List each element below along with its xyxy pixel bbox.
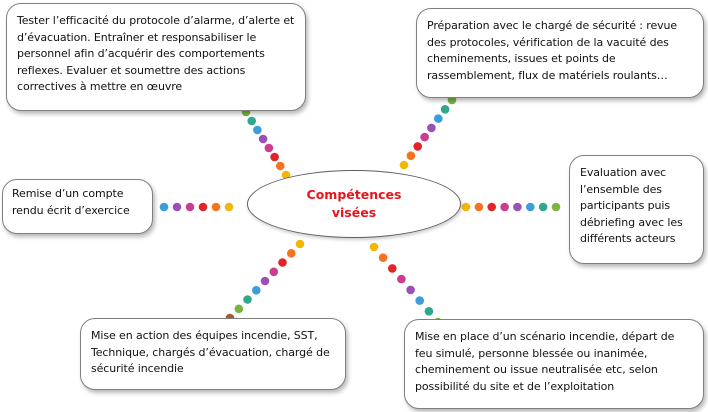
connector-top-right [399,95,457,170]
connector-dot [474,202,484,212]
connector-dot [258,134,268,144]
connector-dot [287,249,296,258]
connector-dot [269,267,279,277]
connector-dot [260,276,270,286]
center-label: Compétences visées [306,187,402,220]
box-fire-scenario: Mise en place d’un scénario incendie, dé… [404,319,704,409]
connector-dot [399,160,409,170]
connector-dot [211,202,221,212]
box-fire-scenario-text: Mise en place d’un scénario incendie, dé… [415,330,675,393]
connector-dot [420,132,429,142]
connector-right [461,202,561,212]
connector-dot [295,239,305,249]
connector-dot [198,202,208,212]
connector-dot [551,202,561,212]
connector-dot [513,202,522,212]
box-team-action: Mise en action des équipes incendie, SST… [80,318,346,390]
box-team-action-text: Mise en action des équipes incendie, SST… [91,329,330,375]
box-written-report-text: Remise d’un compte rendu écrit d’exercic… [12,187,130,217]
connector-dot [224,202,234,212]
connector-dot [185,202,195,212]
connector-left [159,202,234,212]
center-node: Compétences visées [247,170,461,238]
connector-dot [538,202,548,212]
connector-bottom-right [369,242,443,327]
connector-dot [278,258,287,267]
connector-dot [378,253,388,262]
connector-dot [159,202,169,212]
connector-dot [234,304,244,314]
connector-dot [388,264,397,273]
connector-dot [369,242,379,252]
connector-dot [461,202,471,212]
connector-dot [397,274,406,284]
connector-dot [247,116,256,126]
box-preparation: Préparation avec le chargé de sécurité :… [416,8,704,98]
connector-top-left [241,107,291,180]
connector-dot [406,285,415,295]
connector-dot [500,202,509,212]
connector-dot [264,143,274,153]
box-preparation-text: Préparation avec le chargé de sécurité :… [427,19,678,82]
connector-dot [270,152,279,162]
box-test-protocol-text: Tester l’efficacité du protocole d’alarm… [17,14,295,93]
connector-dot [253,125,262,135]
connector-dot [526,202,535,212]
connector-dot [424,307,434,316]
connector-dot [406,151,416,160]
box-evaluation-text: Evaluation avec l’ensemble des participa… [580,166,683,245]
connector-dot [427,123,436,133]
connector-dot [487,202,497,212]
connector-dot [243,295,252,304]
connector-bottom-left [225,239,305,323]
connector-dot [415,296,425,305]
connector-dot [276,161,285,171]
connector-dot [434,114,443,123]
box-test-protocol: Tester l’efficacité du protocole d’alarm… [6,3,306,111]
connector-dot [440,105,450,114]
box-evaluation: Evaluation avec l’ensemble des participa… [569,155,704,264]
connector-dot [413,142,423,151]
box-written-report: Remise d’un compte rendu écrit d’exercic… [2,179,153,234]
connector-dot [251,286,261,295]
connector-dot [172,202,182,212]
